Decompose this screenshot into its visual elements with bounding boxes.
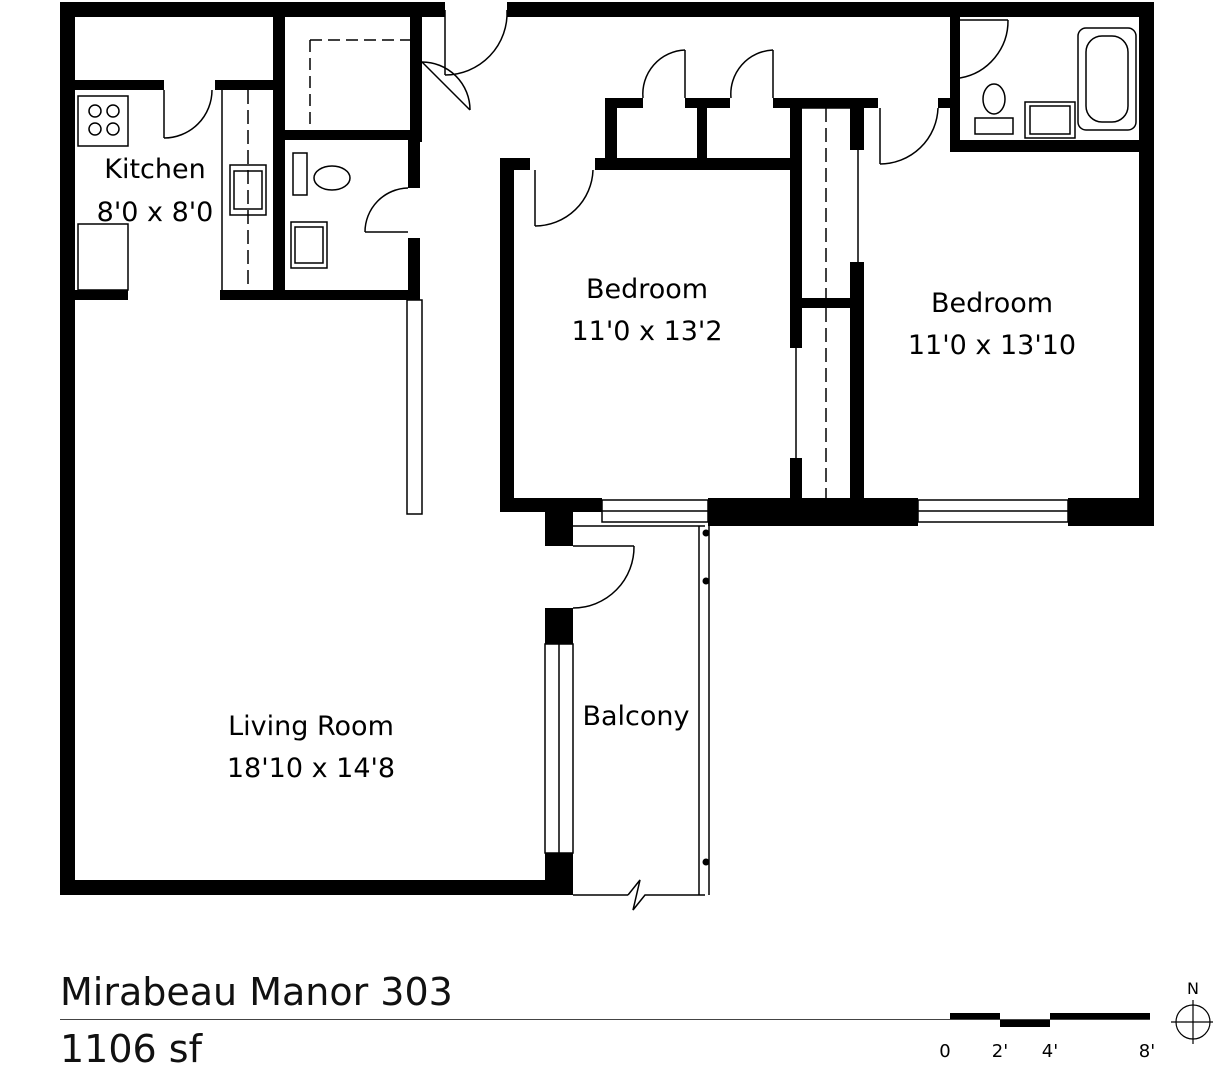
scale-bar: 0 2' 4' 8' (939, 1013, 1155, 1062)
room-name-balcony: Balcony (582, 701, 689, 732)
windows (406, 299, 1069, 854)
title-divider (60, 1019, 1150, 1020)
scale-tick-8: 8' (1139, 1041, 1155, 1062)
plan-title: Mirabeau Manor 303 (60, 970, 453, 1014)
room-size-bedroom-1: 11'0 x 13'2 (571, 316, 722, 347)
north-arrow-icon: N (1171, 979, 1213, 1044)
room-name-kitchen: Kitchen (104, 154, 205, 185)
fixtures (77, 27, 1137, 911)
closet-lines (221, 39, 859, 498)
room-name-bedroom-1: Bedroom (586, 274, 708, 305)
north-label: N (1187, 979, 1199, 998)
scale-tick-2: 2' (992, 1041, 1008, 1062)
railing-posts (702, 529, 710, 866)
scale-tick-4: 4' (1042, 1041, 1058, 1062)
room-size-living-room: 18'10 x 14'8 (227, 753, 395, 784)
room-name-bedroom-2: Bedroom (931, 288, 1053, 319)
room-size-kitchen: 8'0 x 8'0 (97, 197, 214, 228)
walls (60, 2, 1154, 895)
plan-area: 1106 sf (60, 1027, 202, 1071)
room-labels: Kitchen 8'0 x 8'0 Bedroom 11'0 x 13'2 Be… (97, 154, 1076, 784)
room-size-bedroom-2: 11'0 x 13'10 (908, 330, 1076, 361)
doors (163, 9, 1009, 609)
scale-tick-0: 0 (939, 1041, 950, 1062)
room-name-living-room: Living Room (228, 711, 394, 742)
